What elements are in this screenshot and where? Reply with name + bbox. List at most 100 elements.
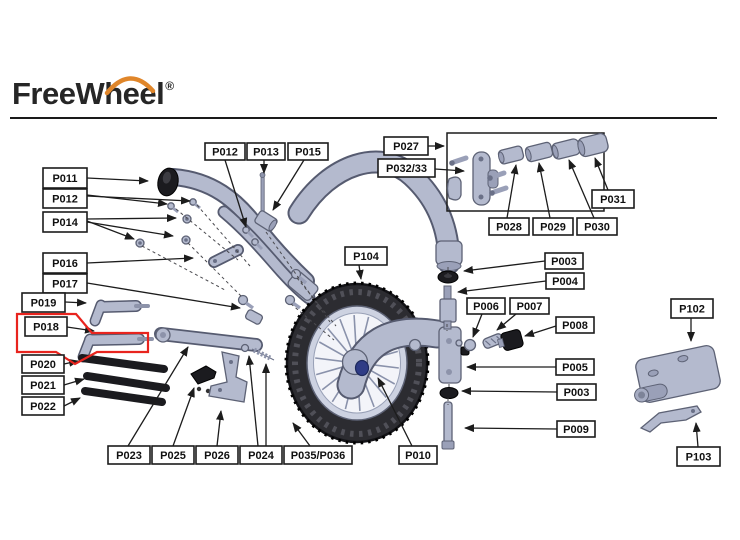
hub xyxy=(341,348,370,377)
part-label-P026: P026 xyxy=(195,445,239,465)
part-label-P030: P030 xyxy=(576,217,618,236)
part-label-P010: P010 xyxy=(398,445,438,465)
freewheel-logo: FreeWheel® xyxy=(12,76,174,112)
svg-text:P006: P006 xyxy=(473,301,499,313)
part-label-P021: P021 xyxy=(21,375,65,395)
assembly-drawing xyxy=(77,132,721,450)
svg-text:P014: P014 xyxy=(52,217,79,229)
part-label-P006: P006 xyxy=(466,297,506,315)
tread xyxy=(292,289,422,437)
part-label-P032-33: P032/33 xyxy=(377,158,436,178)
long-pin-P013 xyxy=(260,174,265,214)
latch-cluster xyxy=(154,327,275,403)
part-label-P029: P029 xyxy=(532,217,574,236)
registered-mark: ® xyxy=(165,79,175,93)
svg-text:P003: P003 xyxy=(551,256,577,268)
hardware-kit xyxy=(446,132,609,212)
long-bolt xyxy=(443,401,453,445)
svg-text:P025: P025 xyxy=(160,450,186,462)
clamp-arm-assembly xyxy=(157,167,319,305)
part-label-P005: P005 xyxy=(555,358,595,376)
part-label-P031: P031 xyxy=(591,189,635,209)
part-label-P022: P022 xyxy=(21,396,65,416)
svg-text:P030: P030 xyxy=(584,222,610,234)
knob xyxy=(496,329,524,351)
steering-stack xyxy=(437,270,524,450)
svg-text:P012: P012 xyxy=(212,147,238,159)
svg-text:P024: P024 xyxy=(248,450,275,462)
svg-text:P022: P022 xyxy=(30,401,56,413)
part-label-P025: P025 xyxy=(151,445,195,465)
svg-text:P015: P015 xyxy=(295,147,321,159)
svg-text:P005: P005 xyxy=(562,362,588,374)
p018-highlight-outline xyxy=(15,312,150,366)
svg-text:P029: P029 xyxy=(540,222,566,234)
part-label-P103: P103 xyxy=(676,446,721,467)
spring xyxy=(252,347,272,361)
svg-text:P018: P018 xyxy=(33,322,59,334)
part-label-P018: P018 xyxy=(24,316,68,337)
svg-text:P008: P008 xyxy=(562,320,588,332)
part-label-P009: P009 xyxy=(556,420,596,438)
part-label-P003-top: P003 xyxy=(544,252,584,270)
header-divider xyxy=(10,117,717,119)
part-label-P104: P104 xyxy=(344,246,388,266)
part-label-P012-left: P012 xyxy=(42,188,88,209)
handle-pin-P018 xyxy=(77,333,154,363)
svg-text:P104: P104 xyxy=(353,251,380,263)
svg-text:P035/P036: P035/P036 xyxy=(291,450,345,462)
svg-text:P009: P009 xyxy=(563,424,589,436)
shim-plate-P103 xyxy=(639,405,702,433)
logo-text: FreeWheel xyxy=(12,76,165,111)
part-label-P020: P020 xyxy=(21,354,65,374)
svg-text:P102: P102 xyxy=(679,304,705,316)
part-label-P023: P023 xyxy=(107,445,151,465)
svg-text:P017: P017 xyxy=(52,279,78,291)
svg-text:P028: P028 xyxy=(496,222,522,234)
svg-text:P016: P016 xyxy=(52,258,78,270)
part-label-P102: P102 xyxy=(670,298,714,319)
kit-enclosure xyxy=(446,132,605,212)
axle-end xyxy=(354,359,370,377)
svg-text:P027: P027 xyxy=(393,141,419,153)
part-label-P012-top: P012 xyxy=(204,142,246,161)
svg-text:P007: P007 xyxy=(517,301,543,313)
bushing-P015 xyxy=(254,210,278,232)
arc-collar xyxy=(436,261,462,271)
svg-text:P031: P031 xyxy=(600,194,626,206)
svg-text:P004: P004 xyxy=(552,276,579,288)
svg-text:P021: P021 xyxy=(30,380,56,392)
part-label-P007: P007 xyxy=(509,297,550,315)
part-label-P003-mid: P003 xyxy=(556,383,597,401)
svg-text:P010: P010 xyxy=(405,450,431,462)
svg-text:P032/33: P032/33 xyxy=(386,163,427,175)
handle-pin-P019 xyxy=(89,299,150,327)
svg-text:P012: P012 xyxy=(52,194,78,206)
rubber-pad xyxy=(157,167,179,197)
part-label-P024: P024 xyxy=(239,445,283,465)
detent-ball xyxy=(463,338,477,352)
part-label-P028: P028 xyxy=(488,217,530,236)
part-label-P016: P016 xyxy=(42,252,88,274)
part-label-P027: P027 xyxy=(383,136,429,156)
dashed-leader-lines xyxy=(141,204,450,405)
svg-text:P103: P103 xyxy=(686,452,712,464)
part-label-P011: P011 xyxy=(42,167,88,189)
part-label-P004: P004 xyxy=(545,272,585,290)
link-plate xyxy=(208,244,244,268)
part-label-P008: P008 xyxy=(555,316,595,334)
wedge-pad xyxy=(190,365,217,385)
part-label-P015: P015 xyxy=(287,142,329,161)
svg-text:P026: P026 xyxy=(204,450,230,462)
svg-text:P019: P019 xyxy=(31,298,57,310)
fastener-cluster xyxy=(135,172,308,325)
mount-block-P102 xyxy=(634,345,721,403)
part-label-P013: P013 xyxy=(246,142,286,161)
part-labels: P011P012P014P016P017P019P018P020P021P022… xyxy=(21,136,721,467)
part-label-P035-P036: P035/P036 xyxy=(283,445,353,465)
svg-text:P023: P023 xyxy=(116,450,142,462)
part-label-P017: P017 xyxy=(42,273,88,294)
svg-text:P011: P011 xyxy=(52,173,77,185)
